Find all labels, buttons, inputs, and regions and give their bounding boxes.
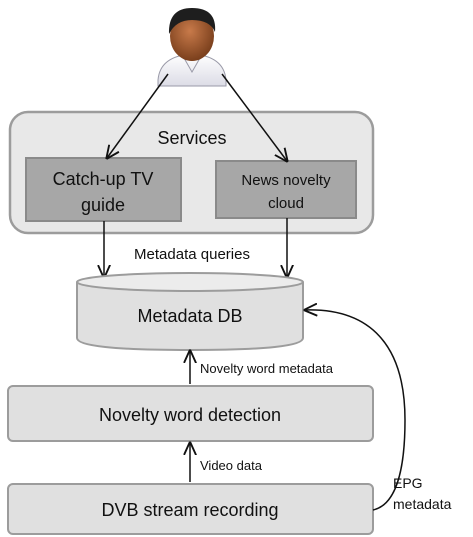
catchup-tv-guide-box [25, 157, 182, 222]
novelty-word-detection-label: Novelty word detection [99, 405, 281, 425]
user-avatar-icon [157, 8, 227, 87]
metadata-db-cylinder [76, 272, 304, 352]
catchup-tv-guide-label-line2: guide [81, 195, 125, 215]
arrow-epg-to-db [305, 310, 406, 511]
dvb-stream-recording-label: DVB stream recording [101, 500, 278, 520]
catchup-tv-guide-label-line1: Catch-up TV [53, 169, 154, 189]
metadata-db-label: Metadata DB [137, 306, 242, 326]
epg-label-line2: metadata [393, 496, 452, 512]
novelty-word-metadata-label: Novelty word metadata [200, 361, 334, 376]
dvb-stream-recording-box [7, 483, 374, 535]
novelty-word-detection-box [7, 385, 374, 442]
epg-label-line1: EPG [393, 475, 423, 491]
arrow-user-to-catchup [107, 73, 169, 158]
video-data-label: Video data [200, 458, 263, 473]
news-novelty-cloud-box [215, 160, 357, 219]
services-title: Services [157, 128, 226, 148]
news-novelty-cloud-label-line1: News novelty [241, 172, 331, 189]
arrow-user-to-news [221, 73, 287, 161]
metadata-queries-label: Metadata queries [134, 246, 250, 263]
news-novelty-cloud-label-line2: cloud [268, 195, 304, 212]
